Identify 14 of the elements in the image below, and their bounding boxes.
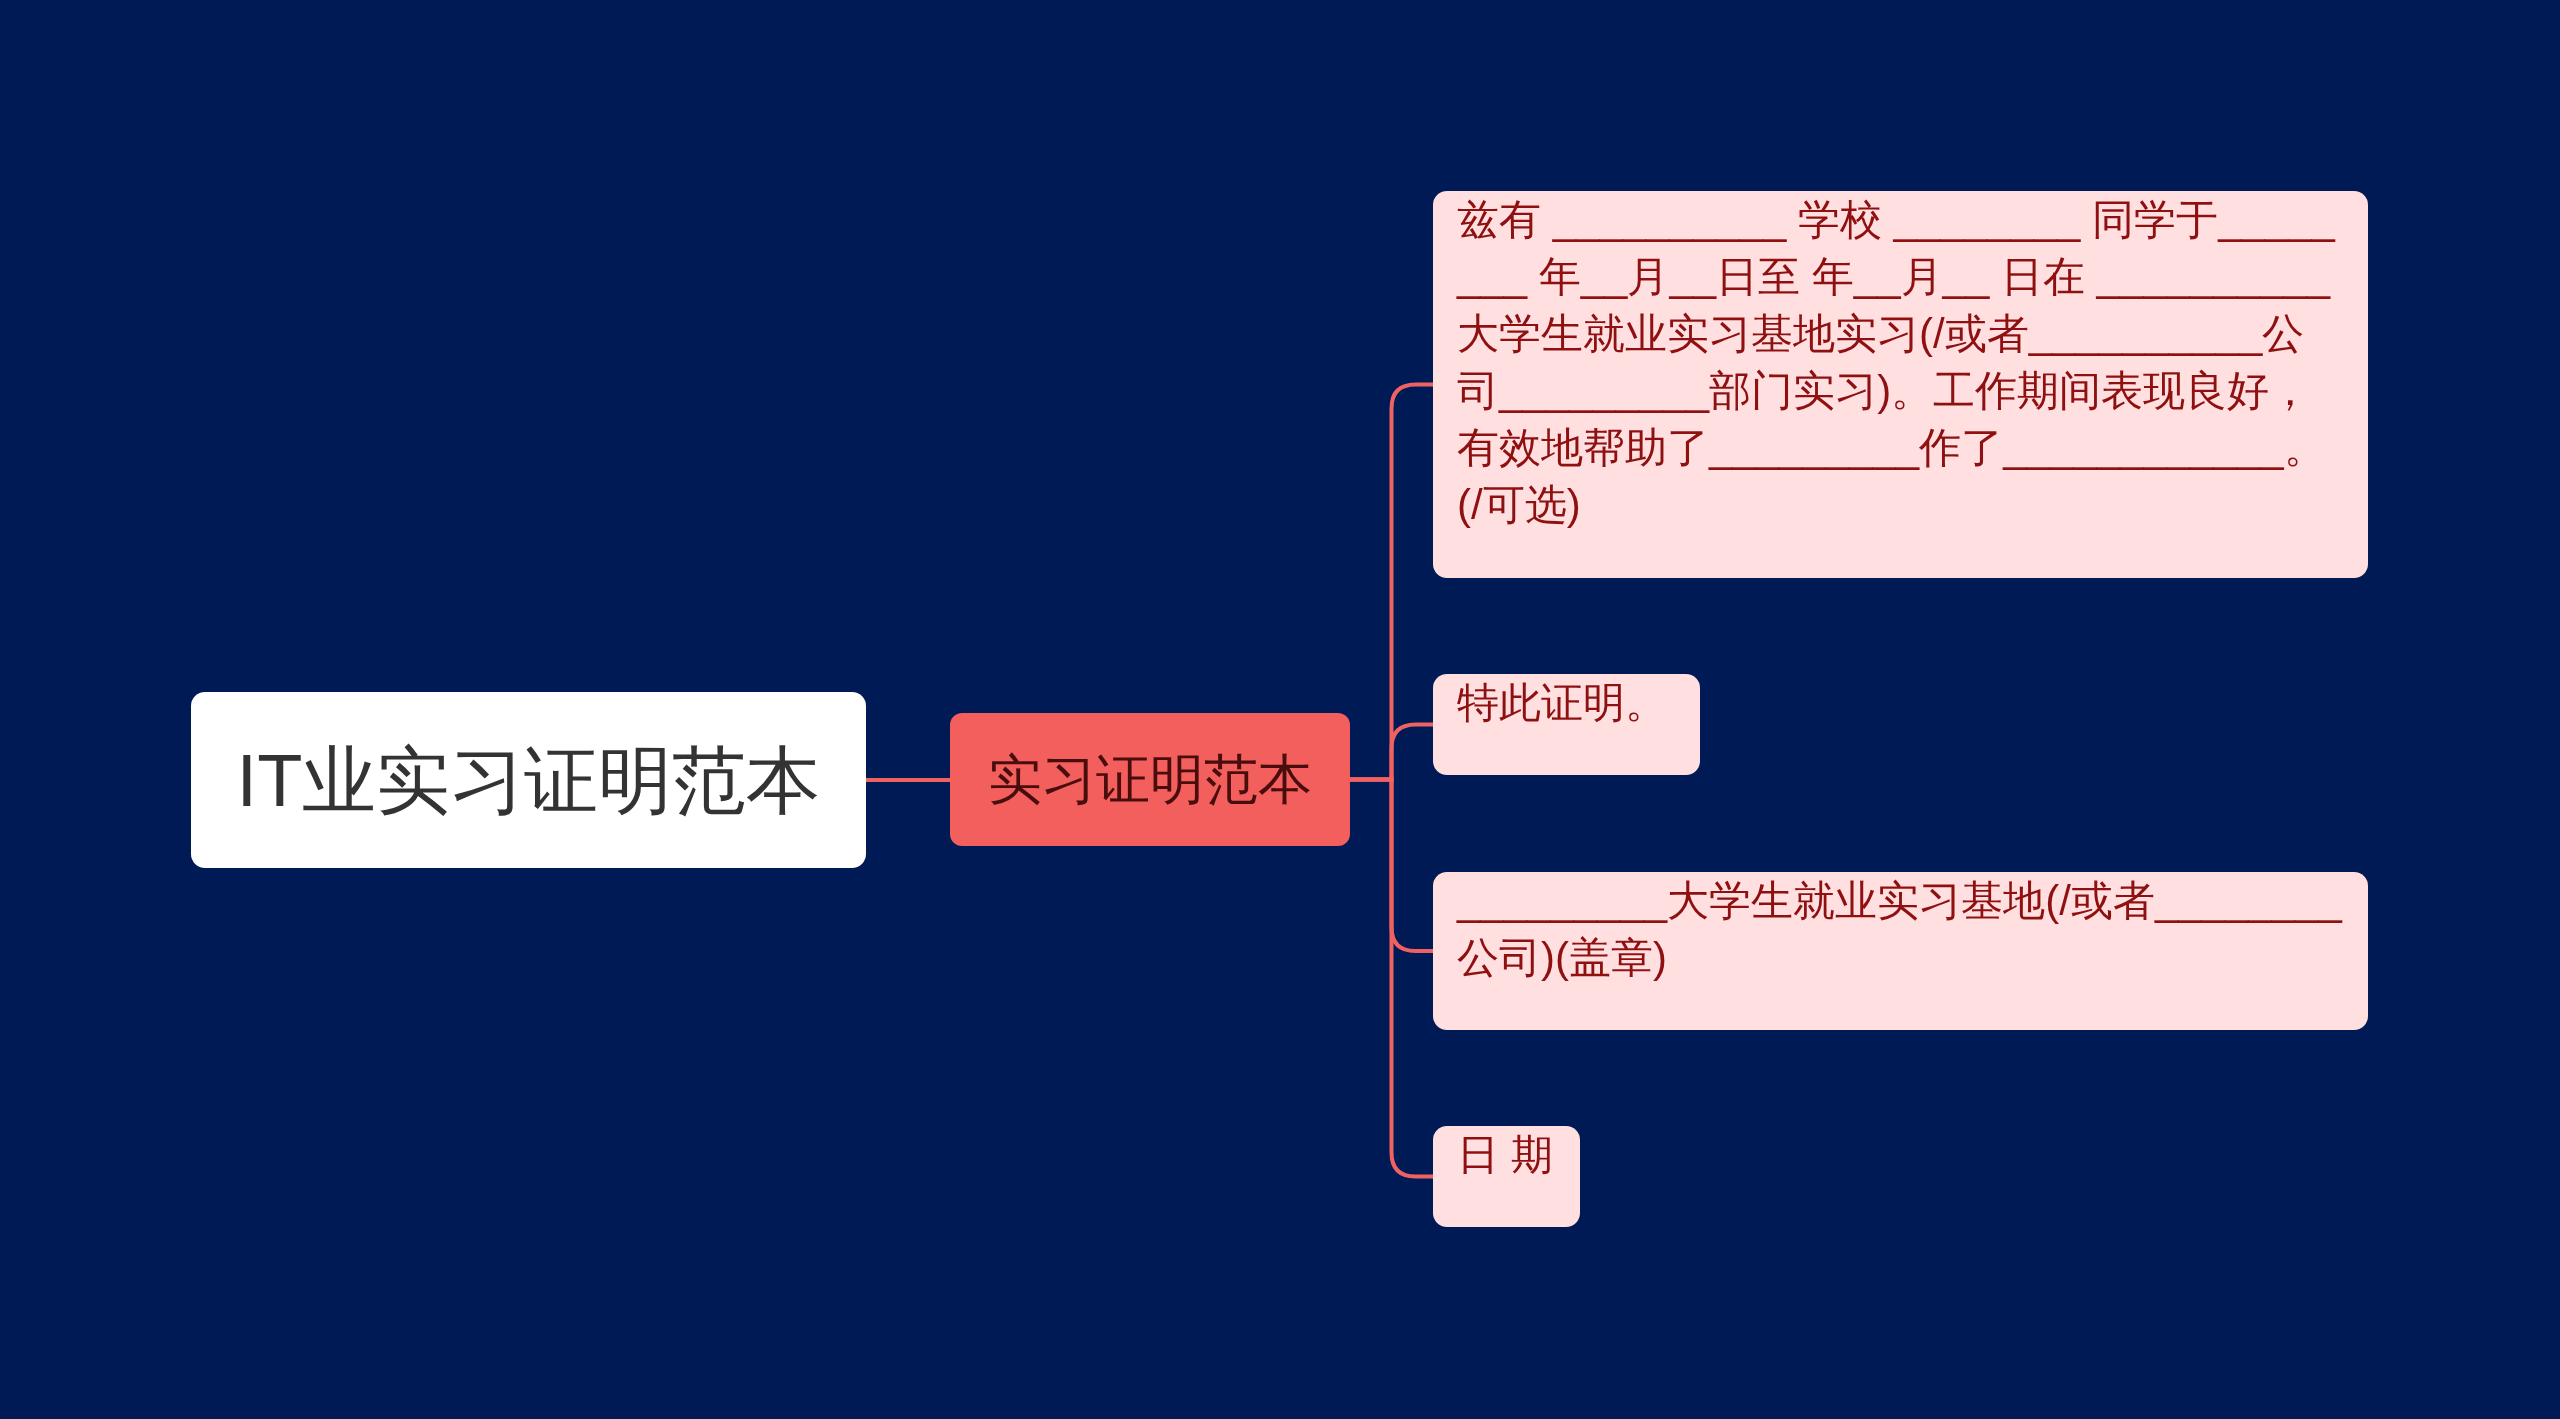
node-text: 兹有 __________ 学校 ________ 同学于________ 年__月__日至 年__月__ 日在 __________ 大学生就业实习基地实习(/或者__________公司_________部门实习)。工作期间表现良好，有效地帮助了_________作了____________。(/可选)	[1457, 195, 2337, 530]
topic-box	[950, 713, 1350, 846]
node-text: IT业实习证明范本	[235, 737, 822, 824]
node-text: 日 期	[1457, 1130, 1554, 1180]
node-text: _________大学生就业实习基地(/或者________公司)(盖章)	[1457, 876, 2344, 983]
subtopic-box	[1433, 674, 1700, 775]
connector-line	[1350, 777, 1433, 1179]
subtopic-box	[1433, 1126, 1580, 1227]
subtopic-box	[1433, 872, 2368, 1030]
connector-line	[866, 778, 950, 782]
subtopic-box	[1433, 191, 2368, 578]
root-topic-box	[191, 692, 866, 868]
node-text: 实习证明范本	[987, 748, 1313, 811]
node-text: 特此证明。	[1457, 678, 1668, 728]
